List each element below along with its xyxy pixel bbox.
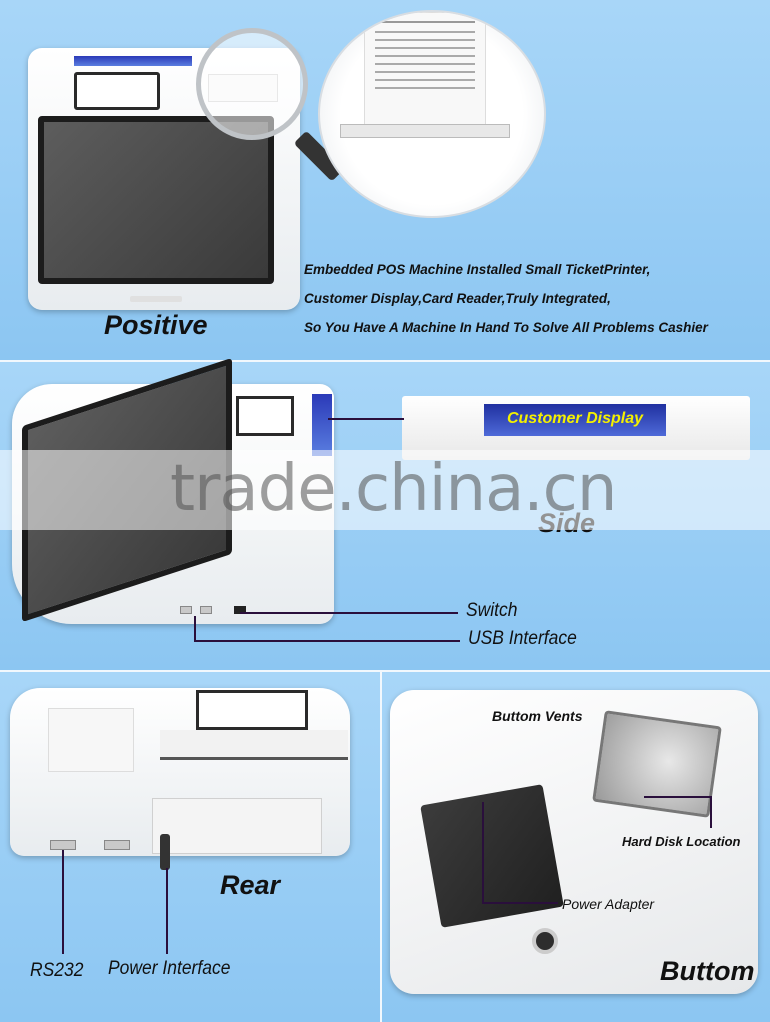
usb-label: USB Interface xyxy=(468,628,577,649)
printer-closeup-image xyxy=(318,10,546,218)
positive-desc-line2: Customer Display,Card Reader,Truly Integ… xyxy=(304,291,611,306)
rear-panel: Rear RS232 Power Interface xyxy=(0,672,380,1022)
positive-title: Positive xyxy=(104,310,208,340)
touch-screen xyxy=(38,116,274,284)
positive-panel: Positive Embedded POS Machine Installed … xyxy=(0,0,770,360)
customer-display-closeup: Customer Display xyxy=(402,396,750,460)
power-adapter-box xyxy=(420,784,564,928)
customer-display-leader xyxy=(328,418,404,420)
customer-display-strip xyxy=(74,56,192,66)
bottom-title: Buttom xyxy=(660,956,755,986)
pos-rear-image xyxy=(10,688,350,856)
rs232-leader xyxy=(62,850,64,954)
power-switch xyxy=(234,606,246,614)
power-interface-leader xyxy=(166,868,168,954)
power-cable xyxy=(160,834,170,870)
power-interface-label: Power Interface xyxy=(108,958,231,979)
bottom-vents-label: Buttom Vents xyxy=(492,708,583,724)
printer-lip xyxy=(340,124,510,138)
side-card-reader xyxy=(236,396,294,436)
divider-3 xyxy=(380,672,382,1022)
rs232-label: RS232 xyxy=(30,960,84,981)
receipt-paper xyxy=(364,12,486,130)
rear-card-reader xyxy=(196,690,308,730)
hard-disk-label: Hard Disk Location xyxy=(622,834,741,849)
bottom-panel: Buttom Vents Hard Disk Location Power Ad… xyxy=(382,672,770,1022)
pos-bottom-image xyxy=(390,690,758,994)
positive-desc-line1: Embedded POS Machine Installed Small Tic… xyxy=(304,262,651,277)
rs232-port-1 xyxy=(50,840,76,850)
switch-leader xyxy=(240,612,458,614)
power-adapter-label: Power Adapter xyxy=(562,896,655,912)
rear-port-cover xyxy=(152,798,322,854)
rear-printer-cover xyxy=(160,730,348,760)
card-reader-window xyxy=(74,72,160,110)
usb-leader-v xyxy=(194,616,196,640)
rear-title: Rear xyxy=(220,870,281,900)
rear-receipt xyxy=(48,708,134,772)
divider-2 xyxy=(0,670,770,672)
rs232-port-2 xyxy=(104,840,130,850)
usb-leader-h xyxy=(194,640,460,642)
side-customer-display xyxy=(312,394,332,456)
magnifier-icon xyxy=(196,28,308,140)
bottom-screw xyxy=(532,928,558,954)
customer-display-label: Customer Display xyxy=(506,410,644,427)
switch-label: Switch xyxy=(466,600,518,621)
divider-1 xyxy=(0,360,770,362)
hard-disk-leader-v xyxy=(710,796,712,828)
customer-display-screen xyxy=(484,404,666,436)
power-adapter-leader-v xyxy=(482,802,484,904)
watermark-band xyxy=(0,450,770,530)
front-notch xyxy=(130,296,182,302)
positive-desc-line3: So You Have A Machine In Hand To Solve A… xyxy=(304,320,708,335)
hard-disk xyxy=(592,710,722,818)
usb-port-2 xyxy=(200,606,212,614)
hard-disk-leader-h xyxy=(644,796,712,798)
watermark-text: trade.china.cn xyxy=(170,452,617,526)
power-adapter-leader-h xyxy=(482,902,558,904)
usb-port-1 xyxy=(180,606,192,614)
